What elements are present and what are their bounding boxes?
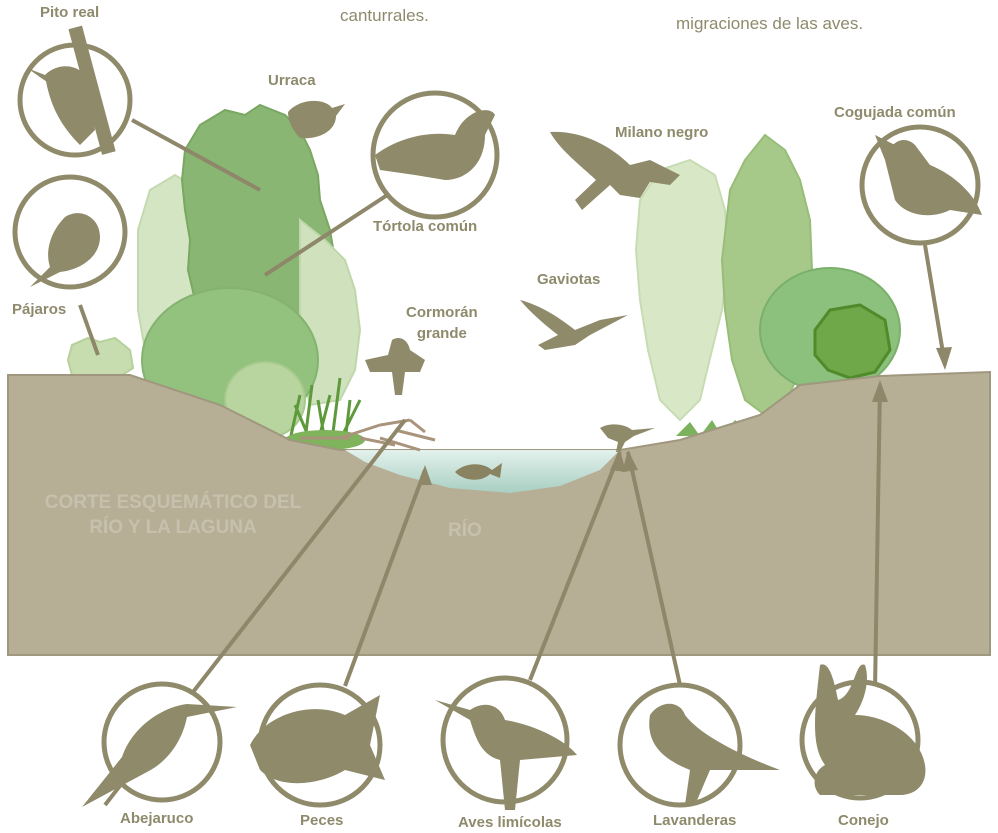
- intro-fragment-left: canturrales.: [340, 6, 429, 26]
- label-tortola: Tórtola común: [373, 218, 477, 235]
- gaviota-silhouette: [520, 300, 628, 350]
- section-title-line2: RÍO Y LA LAGUNA: [18, 515, 328, 540]
- right-bush-inner: [815, 305, 890, 378]
- label-cormoran-line1: Cormorán: [406, 304, 478, 321]
- urraca-silhouette: [288, 101, 345, 138]
- pito-real-icon: [20, 26, 130, 155]
- arrow-cogujada: [936, 347, 952, 370]
- section-title-line1: CORTE ESQUEMÁTICO DEL: [18, 490, 328, 515]
- label-milano: Milano negro: [615, 124, 708, 141]
- label-limicolas: Aves limícolas: [458, 814, 562, 831]
- label-abejaruco: Abejaruco: [120, 810, 193, 827]
- right-tree-pale: [636, 160, 728, 420]
- label-urraca: Urraca: [268, 72, 316, 89]
- lavanderas-icon: [620, 685, 780, 805]
- small-shrub: [68, 338, 133, 378]
- pointer-cogujada: [925, 245, 945, 365]
- label-gaviotas: Gaviotas: [537, 271, 600, 288]
- abejaruco-icon: [82, 684, 237, 807]
- label-cogujada: Cogujada común: [834, 104, 956, 121]
- pajaro-icon: [15, 177, 125, 287]
- cogujada-icon: [862, 127, 982, 243]
- label-peces: Peces: [300, 812, 343, 829]
- label-pajaros: Pájaros: [12, 301, 66, 318]
- label-conejo: Conejo: [838, 812, 889, 829]
- limicolas-icon: [435, 678, 577, 810]
- label-cormoran: Cormorán grande: [406, 304, 478, 342]
- peces-icon: [250, 685, 385, 805]
- intro-fragment-right: migraciones de las aves.: [676, 14, 863, 34]
- label-cormoran-line2: grande: [406, 325, 478, 342]
- section-title: CORTE ESQUEMÁTICO DEL RÍO Y LA LAGUNA: [18, 490, 328, 540]
- label-pito-real: Pito real: [40, 4, 99, 21]
- conejo-icon: [802, 664, 925, 798]
- label-lavanderas: Lavanderas: [653, 812, 736, 829]
- tortola-icon: [373, 93, 497, 217]
- cormoran-silhouette: [365, 338, 425, 395]
- river-label: RÍO: [448, 518, 482, 543]
